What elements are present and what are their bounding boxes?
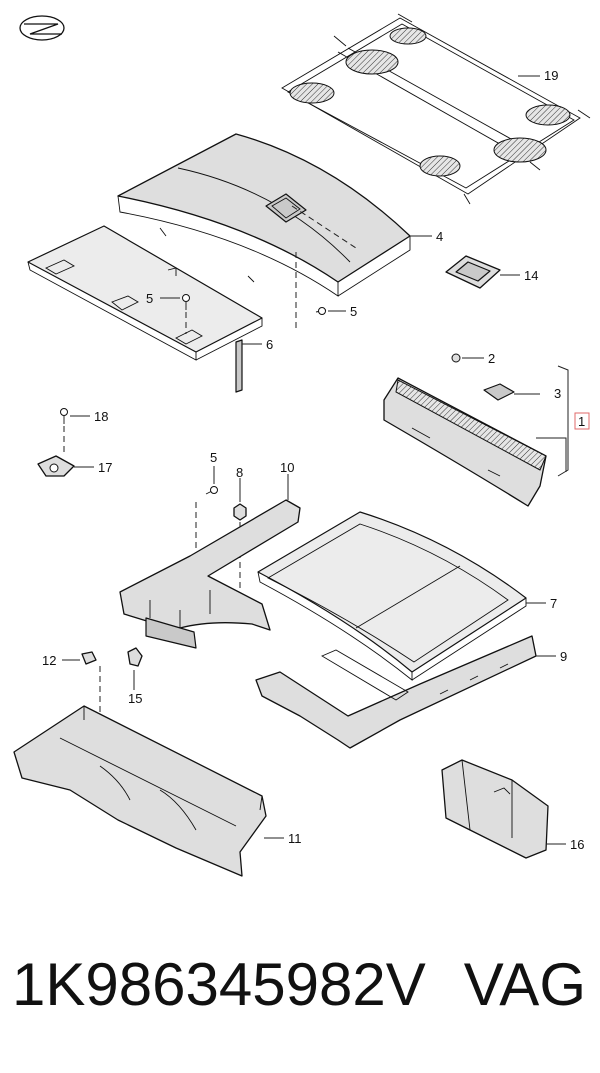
screw-18 xyxy=(60,408,68,424)
part-17-bracket xyxy=(37,455,75,477)
part-7-tray xyxy=(257,511,527,681)
part-10-carrier xyxy=(119,499,301,649)
part-12-clip xyxy=(81,651,97,665)
callout-6: 6 xyxy=(266,337,273,352)
callout-9: 9 xyxy=(560,649,567,664)
leader-1 xyxy=(536,437,567,472)
callout-19: 19 xyxy=(544,68,558,83)
callout-4: 4 xyxy=(436,229,443,244)
callout-1: 1 xyxy=(578,414,585,429)
part-8-nut xyxy=(233,503,247,521)
part-number-label: 1K986345982V xyxy=(12,951,426,1018)
part-15-clip xyxy=(127,647,143,667)
callout-14: 14 xyxy=(524,268,538,283)
screw-5-middle xyxy=(205,486,218,495)
brand-label: VAG xyxy=(463,951,586,1018)
part-3-clip xyxy=(483,383,515,401)
part-19-luggage-net xyxy=(281,13,591,205)
callout-7: 7 xyxy=(550,596,557,611)
brand-logo-icon xyxy=(19,15,65,41)
callout-2: 2 xyxy=(488,351,495,366)
callout-5c: 5 xyxy=(210,450,217,465)
assembly-line-4 xyxy=(291,205,357,330)
part-2-clip xyxy=(451,353,461,363)
part-9-rail xyxy=(255,635,537,749)
part-1-sill-trim xyxy=(383,377,547,507)
part-11-lower-trim xyxy=(13,705,267,877)
part-16-compartment xyxy=(441,759,549,859)
part-6-floor-panel xyxy=(27,225,263,393)
footer: 1K986345982V VAG xyxy=(0,950,600,1040)
part-14-cover xyxy=(445,255,501,289)
callout-18: 18 xyxy=(94,409,108,424)
callout-3: 3 xyxy=(554,386,561,401)
callout-11: 11 xyxy=(288,831,302,846)
callout-15: 15 xyxy=(128,691,142,706)
bracket-1 xyxy=(557,365,569,477)
highlight-box-1 xyxy=(574,412,590,430)
callout-10: 10 xyxy=(280,460,294,475)
callout-17: 17 xyxy=(98,460,112,475)
callout-5a: 5 xyxy=(146,291,153,306)
callout-12: 12 xyxy=(42,653,56,668)
callout-5b: 5 xyxy=(350,304,357,319)
callout-8: 8 xyxy=(236,465,243,480)
part-4-parcel-shelf xyxy=(117,133,411,297)
screw-5-upper-right xyxy=(315,307,327,315)
callout-16: 16 xyxy=(570,837,584,852)
screw-5-upper-left xyxy=(182,294,190,310)
